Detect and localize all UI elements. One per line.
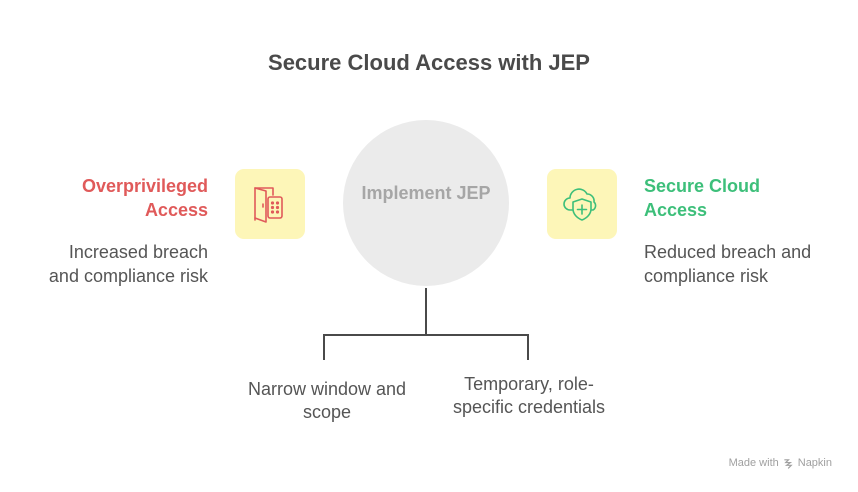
right-title: Secure Cloud Access [644,176,761,220]
made-with-napkin-watermark[interactable]: Made with Napkin [729,457,832,469]
napkin-logo-icon [783,458,793,469]
left-title: Overprivileged Access [81,176,208,220]
left-icon-box [235,169,305,239]
right-description: Reduced breach and compliance risk [644,242,812,286]
door-keypad-icon [254,187,283,223]
left-description: Increased breach and compliance risk [48,242,208,286]
center-circle: Implement JEP [343,120,509,286]
watermark-brand: Napkin [797,457,832,469]
watermark-prefix: Made with [728,457,779,469]
center-circle-label: Implement JEP [361,183,491,203]
branch-label-temporary-credentials: Temporary, role-specific credentials [452,374,606,417]
branch-label-narrow-window: Narrow window and scope [247,379,407,422]
diagram-title: Secure Cloud Access with JEP [268,50,590,75]
cloud-shield-icon [563,188,597,221]
right-icon-box [547,169,617,239]
